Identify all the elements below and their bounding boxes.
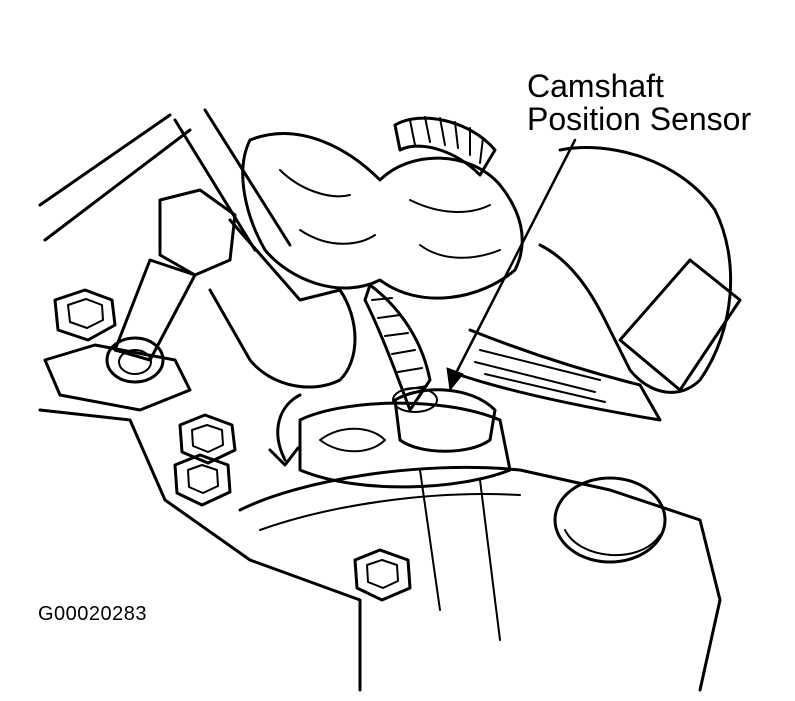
bottom-hex-nut: [353, 548, 412, 602]
rotation-arrow-head: [268, 446, 300, 467]
mounting-flange: [43, 343, 192, 412]
callout-leader-line: [453, 138, 577, 377]
right-round-cap: [553, 476, 667, 564]
harness-detail: [279, 169, 501, 259]
conduit-ribs: [409, 116, 484, 164]
diagonal-cable: [173, 108, 292, 252]
camshaft-position-sensor: [363, 283, 497, 453]
corrugated-conduit: [393, 116, 497, 177]
wiring-harness-upper: [241, 132, 524, 300]
callout-line-1: Camshaft: [527, 68, 664, 104]
upper-rod: [38, 113, 192, 242]
callout-line-2: Position Sensor: [527, 101, 752, 137]
right-bracket: [618, 258, 742, 392]
middle-hex-nut-lower: [173, 453, 232, 507]
figure-id: G00020283: [38, 603, 148, 625]
right-casting: [538, 146, 733, 394]
housing-ribs: [474, 349, 606, 403]
right-housing: [458, 328, 662, 422]
callout-label: Camshaft Position Sensor: [527, 70, 751, 136]
rotation-arrow: [276, 393, 302, 462]
cam-housing-slot: [319, 427, 386, 453]
socket-extension: [105, 188, 237, 384]
lower-body-edge: [259, 469, 521, 641]
lower-body: [238, 465, 722, 692]
middle-hex-nut-upper: [178, 413, 237, 465]
center-bracket: [208, 218, 357, 389]
left-hex-nut: [53, 288, 117, 342]
lower-left-panel: [38, 408, 362, 692]
callout-leader-arrowhead: [446, 367, 464, 391]
